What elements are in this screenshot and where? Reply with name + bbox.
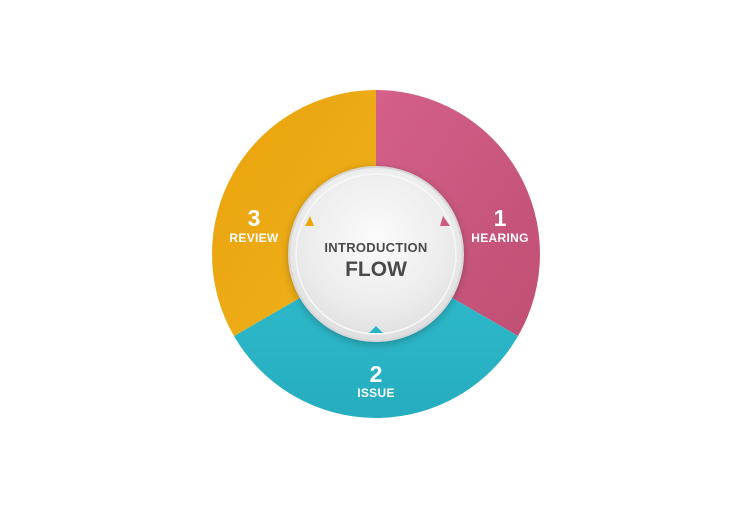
arrow-review-icon [305, 216, 314, 226]
segment-issue-number: 2 [369, 361, 383, 387]
center-title-line1: INTRODUCTION [324, 240, 428, 255]
center-title-line2: FLOW [345, 258, 407, 281]
segment-review-number: 3 [247, 205, 261, 231]
segment-hearing-label: HEARING [471, 231, 529, 245]
segment-issue-label: ISSUE [357, 386, 395, 400]
segment-hearing-number: 1 [493, 205, 507, 231]
arrow-issue-icon [369, 326, 383, 333]
segment-review-label: REVIEW [229, 231, 279, 245]
arrow-hearing-icon [440, 216, 450, 226]
center-hub [288, 166, 464, 342]
